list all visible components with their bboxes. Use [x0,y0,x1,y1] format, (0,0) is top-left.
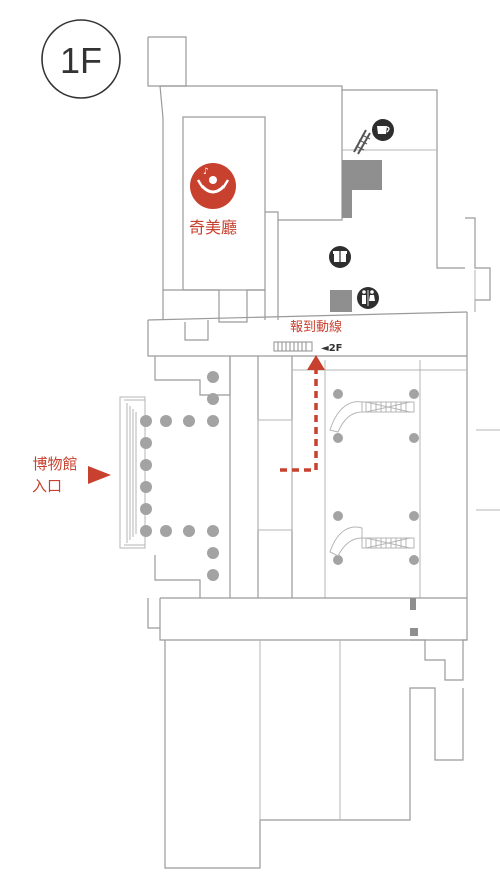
checkin-route-label: 報到動線 [290,319,342,335]
lobby-columns [140,371,219,581]
svg-text:♪: ♪ [203,167,209,177]
gift-icon [329,246,351,268]
restroom-icon [357,287,379,309]
checkin-route-path [280,355,325,472]
conductor-icon: ♪ [190,163,236,209]
floor-badge: 1F [41,19,121,99]
museum-entrance-label-2: 入口 [32,477,62,495]
museum-entrance-arrow [88,466,111,484]
coffee-cup-icon [372,119,394,141]
museum-entrance-label-1: 博物館 [32,455,77,473]
stairs-2f-label: ◄2F [321,343,342,354]
floor-label: 1F [60,40,102,81]
hall-name: 奇美廳 [189,218,237,237]
building-walls [119,36,500,869]
grand-staircase-south [329,526,415,557]
stairs-to-2f [273,341,313,352]
grand-staircase-north [329,401,415,433]
escalator-icon [353,129,371,155]
plaza-columns [333,389,419,565]
